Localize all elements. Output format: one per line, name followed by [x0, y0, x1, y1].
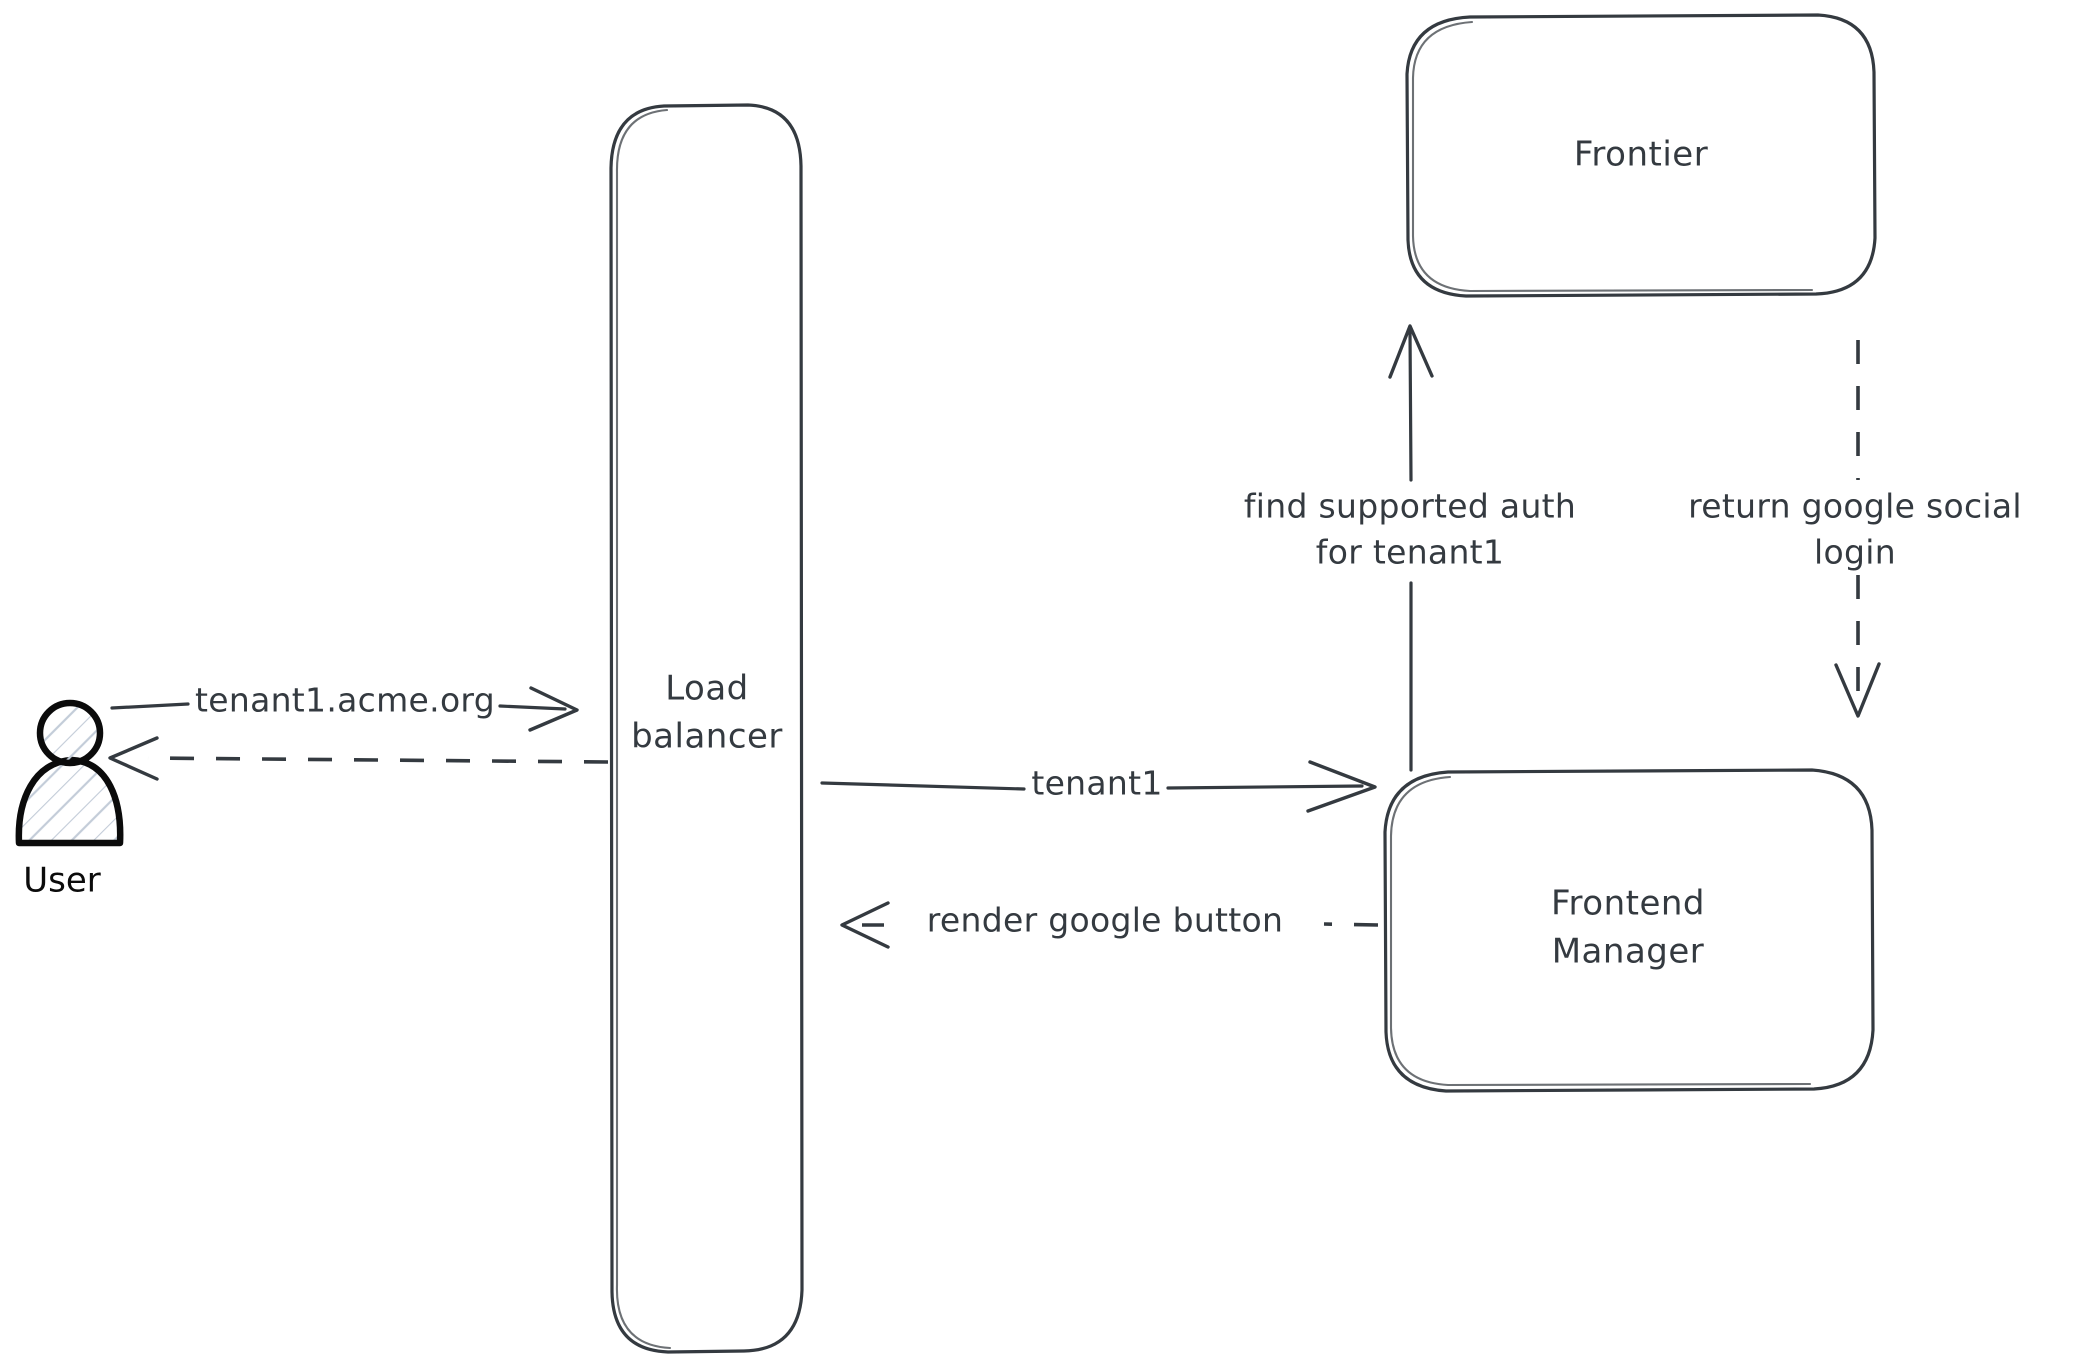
frontend-manager-box	[1383, 768, 1875, 1093]
user-actor-icon[interactable]: User	[15, 699, 124, 901]
edge-frontier-to-frontend-manager[interactable]: return google social login	[1688, 340, 2022, 718]
edge-load-balancer-to-frontend-manager[interactable]: tenant1	[820, 760, 1377, 813]
user-label: User	[23, 861, 101, 901]
edge-lb-to-fm-label: tenant1	[1031, 764, 1162, 803]
edge-user-to-load-balancer[interactable]: tenant1.acme.org	[110, 681, 579, 732]
frontier-box-sketch	[1411, 20, 1814, 293]
load-balancer-box	[609, 103, 804, 1354]
edge-user-to-lb-label: tenant1.acme.org	[195, 681, 495, 720]
edge-frontend-manager-to-frontier[interactable]: find supported auth for tenant1	[1244, 324, 1576, 772]
frontend-manager-box-sketch	[1389, 775, 1812, 1087]
frontier-box	[1405, 13, 1877, 298]
edge-frontier-to-fm-label-line2: login	[1814, 533, 1896, 572]
node-frontend-manager[interactable]: Frontend Manager	[1383, 768, 1875, 1093]
edge-fm-to-lb-label: render google button	[927, 901, 1283, 940]
edge-fm-to-frontier-label-line2: for tenant1	[1316, 533, 1504, 572]
edge-user-to-lb-line-left	[110, 702, 190, 710]
edge-fm-to-frontier-line-upper	[1408, 328, 1413, 482]
frontend-manager-label-line2: Manager	[1552, 932, 1705, 972]
edge-lb-to-user-line	[147, 756, 609, 764]
edge-lb-to-fm-line-left	[820, 781, 1026, 791]
user-body	[15, 756, 124, 847]
frontier-label: Frontier	[1574, 135, 1708, 175]
edge-fm-to-frontier-label-line1: find supported auth	[1244, 487, 1576, 526]
edge-fm-to-lb-line-right	[1323, 922, 1379, 927]
edge-load-balancer-to-user[interactable]	[108, 736, 609, 781]
edge-lb-to-user-arrowhead	[108, 736, 159, 781]
edge-lb-to-fm-line-right	[1166, 784, 1364, 790]
node-frontier[interactable]: Frontier	[1405, 13, 1877, 298]
edge-frontend-manager-to-load-balancer[interactable]: render google button	[840, 901, 1379, 949]
edge-frontier-to-fm-label-line1: return google social	[1688, 487, 2022, 526]
edge-user-to-lb-line-right	[498, 704, 567, 711]
load-balancer-box-sketch	[615, 108, 672, 1350]
edge-frontier-to-fm-arrowhead	[1834, 662, 1881, 718]
edge-fm-to-frontier-arrowhead	[1388, 324, 1434, 379]
edge-lb-to-fm-arrowhead	[1306, 760, 1377, 813]
load-balancer-label-line1: Load	[665, 669, 749, 709]
edge-user-to-lb-arrowhead	[528, 686, 579, 732]
frontend-manager-label-line1: Frontend	[1551, 884, 1705, 924]
user-head	[36, 699, 104, 767]
node-load-balancer[interactable]: Load balancer	[609, 103, 804, 1354]
edge-fm-to-lb-arrowhead	[840, 901, 890, 949]
load-balancer-label-line2: balancer	[631, 717, 783, 757]
